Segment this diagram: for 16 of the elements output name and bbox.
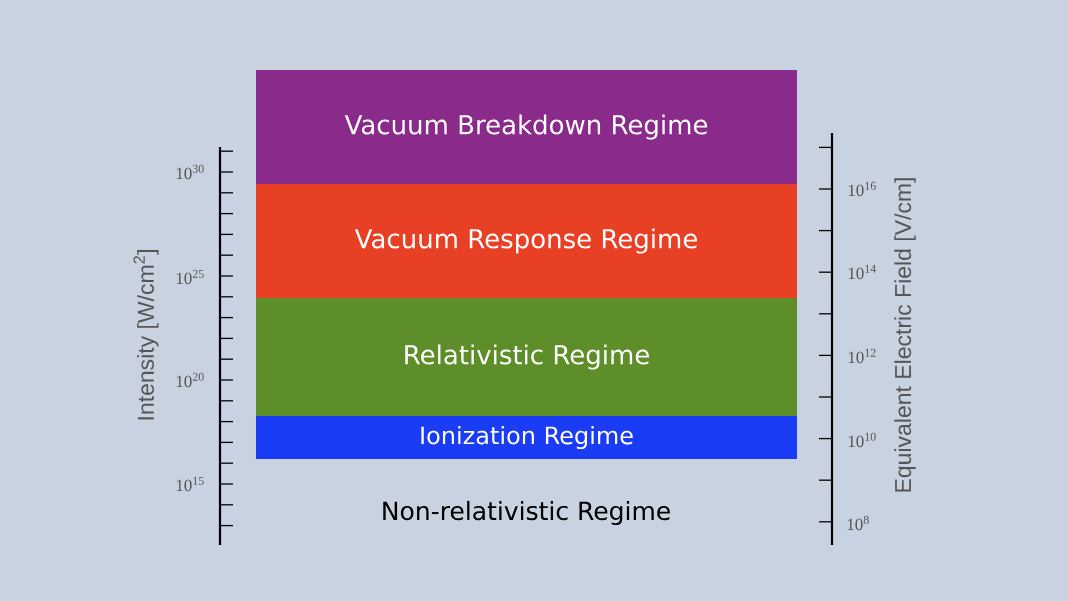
tick-label: 10$^{14}$ <box>848 264 877 280</box>
tick-label: 10$^{10}$ <box>848 432 876 448</box>
tick-label: 10$^{20}$ <box>176 372 204 388</box>
regime-band: Vacuum Response Regime <box>256 184 797 298</box>
axis-title: Intensity [W/cm$^{2}$] <box>133 250 159 420</box>
region-label: Non-relativistic Regime <box>383 500 670 526</box>
tick-label: 10$^{12}$ <box>848 348 876 364</box>
tick-label: 10$^{30}$ <box>176 164 204 180</box>
regime-band: Ionization Regime <box>256 416 797 459</box>
regime-band: Vacuum Breakdown Regime <box>256 70 797 184</box>
tick-label: 10$^{16}$ <box>848 181 876 197</box>
axis-title: Equivalent Electric Field [V/cm] <box>894 178 916 492</box>
tick-label: 10$^{25}$ <box>176 269 204 285</box>
tick-label: 10$^{8}$ <box>847 515 869 531</box>
tick-label: 10$^{15}$ <box>176 476 204 492</box>
regime-band: Relativistic Regime <box>256 298 797 416</box>
